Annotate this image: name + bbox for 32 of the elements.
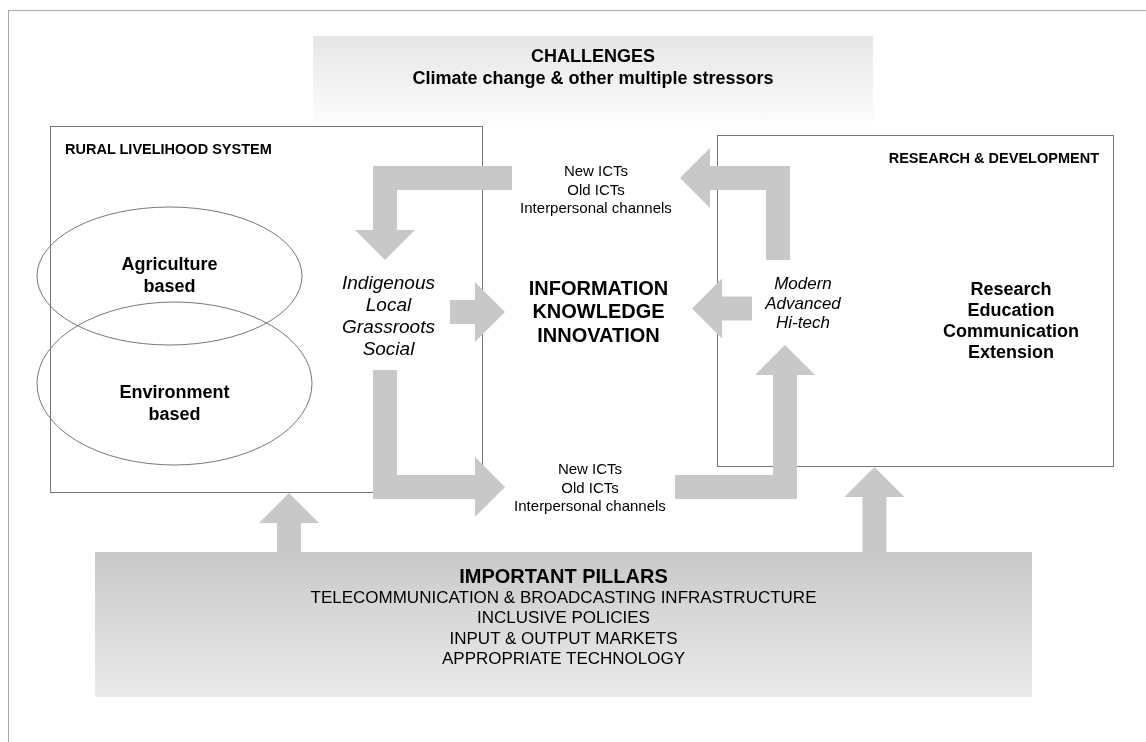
node-label: Interpersonal channels xyxy=(520,199,672,219)
pillar-text: IMPORTANT PILLARS xyxy=(459,564,668,588)
node-label: Old ICTs xyxy=(567,180,625,200)
node-label: New ICTs xyxy=(563,161,629,181)
node-label: Modern Advanced Hi-tech xyxy=(763,274,842,333)
ellipse-label: Environment based xyxy=(118,381,231,426)
pillar-text: TELECOMMUNICATION & BROADCASTING INFRASTRUCTURE xyxy=(310,588,817,609)
node-label: Interpersonal channels xyxy=(514,497,666,517)
ellipse-label: Agriculture based xyxy=(120,254,219,298)
band-text: Climate change & other multiple stressors xyxy=(412,67,774,90)
pillars-band xyxy=(95,552,1032,697)
node-label: Research Education Communication Extension xyxy=(942,278,1080,364)
block-arrow xyxy=(373,370,505,517)
block-arrow xyxy=(692,278,752,339)
pillar-text: INCLUSIVE POLICIES xyxy=(477,608,650,629)
node-label: Indigenous Local Grassroots Social xyxy=(341,272,436,360)
ellipse-node xyxy=(36,206,303,346)
node-label: INFORMATION KNOWLEDGE INNOVATION xyxy=(527,276,670,348)
frame-title: RESEARCH & DEVELOPMENT xyxy=(887,150,1099,168)
block-arrow xyxy=(675,345,815,499)
band-text: CHALLENGES xyxy=(531,46,655,68)
block-arrow xyxy=(355,166,512,260)
node-label: New ICTs xyxy=(557,459,623,479)
ellipse-node xyxy=(36,301,313,466)
pillar-text: APPROPRIATE TECHNOLOGY xyxy=(441,649,686,670)
frame-title: RURAL LIVELIHOOD SYSTEM xyxy=(65,141,273,159)
block-arrow xyxy=(259,493,319,552)
block-arrow xyxy=(450,282,505,342)
pillar-text: INPUT & OUTPUT MARKETS xyxy=(449,628,678,650)
block-arrow xyxy=(844,467,905,552)
system-frame xyxy=(717,135,1114,467)
node-label: Old ICTs xyxy=(561,478,619,498)
